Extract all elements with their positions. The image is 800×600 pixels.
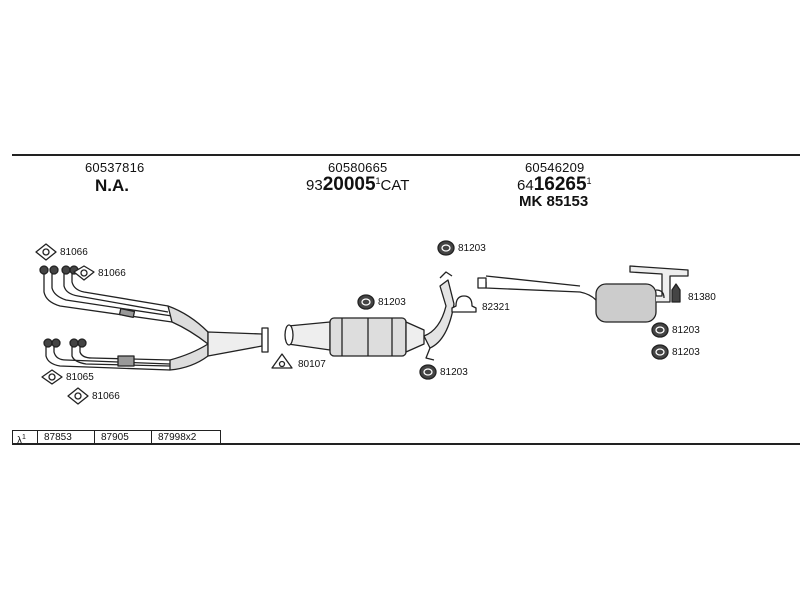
section-2-prefix: 93 [306,177,323,194]
pipe-end-cap-2 [49,265,59,275]
legend-box: λ1 87853 87905 87998x2 [12,430,221,447]
callout-flange-gasket: 80107 [298,359,326,370]
bottom-rule [12,443,800,445]
callout-gasket-1: 81066 [60,247,88,258]
section-3-sup: 1 [586,176,592,186]
pipe-end-cap-6 [51,338,61,348]
callout-gasket-2: 81066 [98,268,126,279]
hanger-icon [671,283,681,303]
callout-clamp-1: 81203 [378,297,406,308]
manifold-lower-pipe-d [79,346,171,361]
manifold-upper-pipe-d [71,272,169,307]
cat-inlet-flange [284,324,294,346]
pipe-end-cap-7 [69,338,79,348]
section-1-label: N.A. [95,176,129,195]
gasket-4-icon [67,387,89,405]
section-3-code: 16265 [533,174,587,195]
y-pipe-outlet [207,331,263,357]
callout-gasket-3: 81065 [66,372,94,383]
clamp-1-icon [357,294,375,310]
gasket-3-icon [41,369,63,385]
section-3-code-line: 64162651 [517,174,592,196]
callout-clamp-5: 81203 [672,347,700,358]
section-3-part-number: 60546209 [525,160,585,175]
y-pipe-upper [167,305,209,345]
muffler-body [595,283,657,323]
callout-hanger: 81380 [688,292,716,303]
gasket-2-icon [73,265,95,281]
pipe-end-cap-5 [43,338,53,348]
legend-lambda: λ1 [13,431,38,447]
callout-bracket: 82321 [482,302,510,313]
callout-clamp-3: 81203 [440,367,468,378]
lambda-symbol: λ [17,435,22,447]
manifold-upper-pipe-a [43,272,173,323]
y-pipe-lower [169,343,209,371]
manifold-lower-pipe-c [71,346,171,367]
clamp-5-icon [651,344,669,360]
gasket-1-icon [35,243,57,261]
pipe-end-cap-3 [61,265,71,275]
centre-pipe [423,279,455,349]
lambda-sup: 1 [22,434,26,441]
bracket-icon [451,295,477,313]
centre-pipe-inlet [425,347,435,361]
rear-pipe [480,281,597,301]
section-2-suffix: CAT [380,177,410,194]
section-3-kit: MK 85153 [519,193,589,210]
cat-inlet-cone [287,321,331,351]
clamp-2-icon [437,240,455,256]
top-rule [12,154,800,156]
muffler-hook [655,289,665,299]
section-2-code: 20005 [322,174,376,195]
legend-item-1: 87853 [38,431,95,444]
manifold-upper-pipe-b [51,272,173,317]
manifold-lower-pipe-a [45,346,171,371]
muffler-tail-pipe [629,265,689,303]
section-1-part-number: 60537816 [85,160,145,175]
callout-clamp-2: 81203 [458,243,486,254]
manifold-upper-pipe-c [63,272,169,313]
section-3-prefix: 64 [517,177,534,194]
heat-shield-lower [117,355,135,367]
pipe-end-cap-8 [77,338,87,348]
callout-clamp-4: 81203 [672,325,700,336]
pipe-end-cap-1 [39,265,49,275]
clamp-4-icon [651,322,669,338]
cat-outlet-cone [405,321,425,353]
callout-gasket-4: 81066 [92,391,120,402]
legend-item-2: 87905 [95,431,152,444]
y-pipe-flange [261,327,269,353]
rear-pipe-joint [477,277,487,289]
heat-shield-upper [118,307,136,319]
section-2-sup: 1 [375,176,381,186]
manifold-lower-pipe-b [53,346,171,365]
section-2-part-number: 60580665 [328,160,388,175]
section-2-code-line: 93200051CAT [306,174,409,196]
clamp-3-icon [419,364,437,380]
centre-pipe-tip [439,271,453,279]
legend-item-3: 87998x2 [158,432,197,443]
